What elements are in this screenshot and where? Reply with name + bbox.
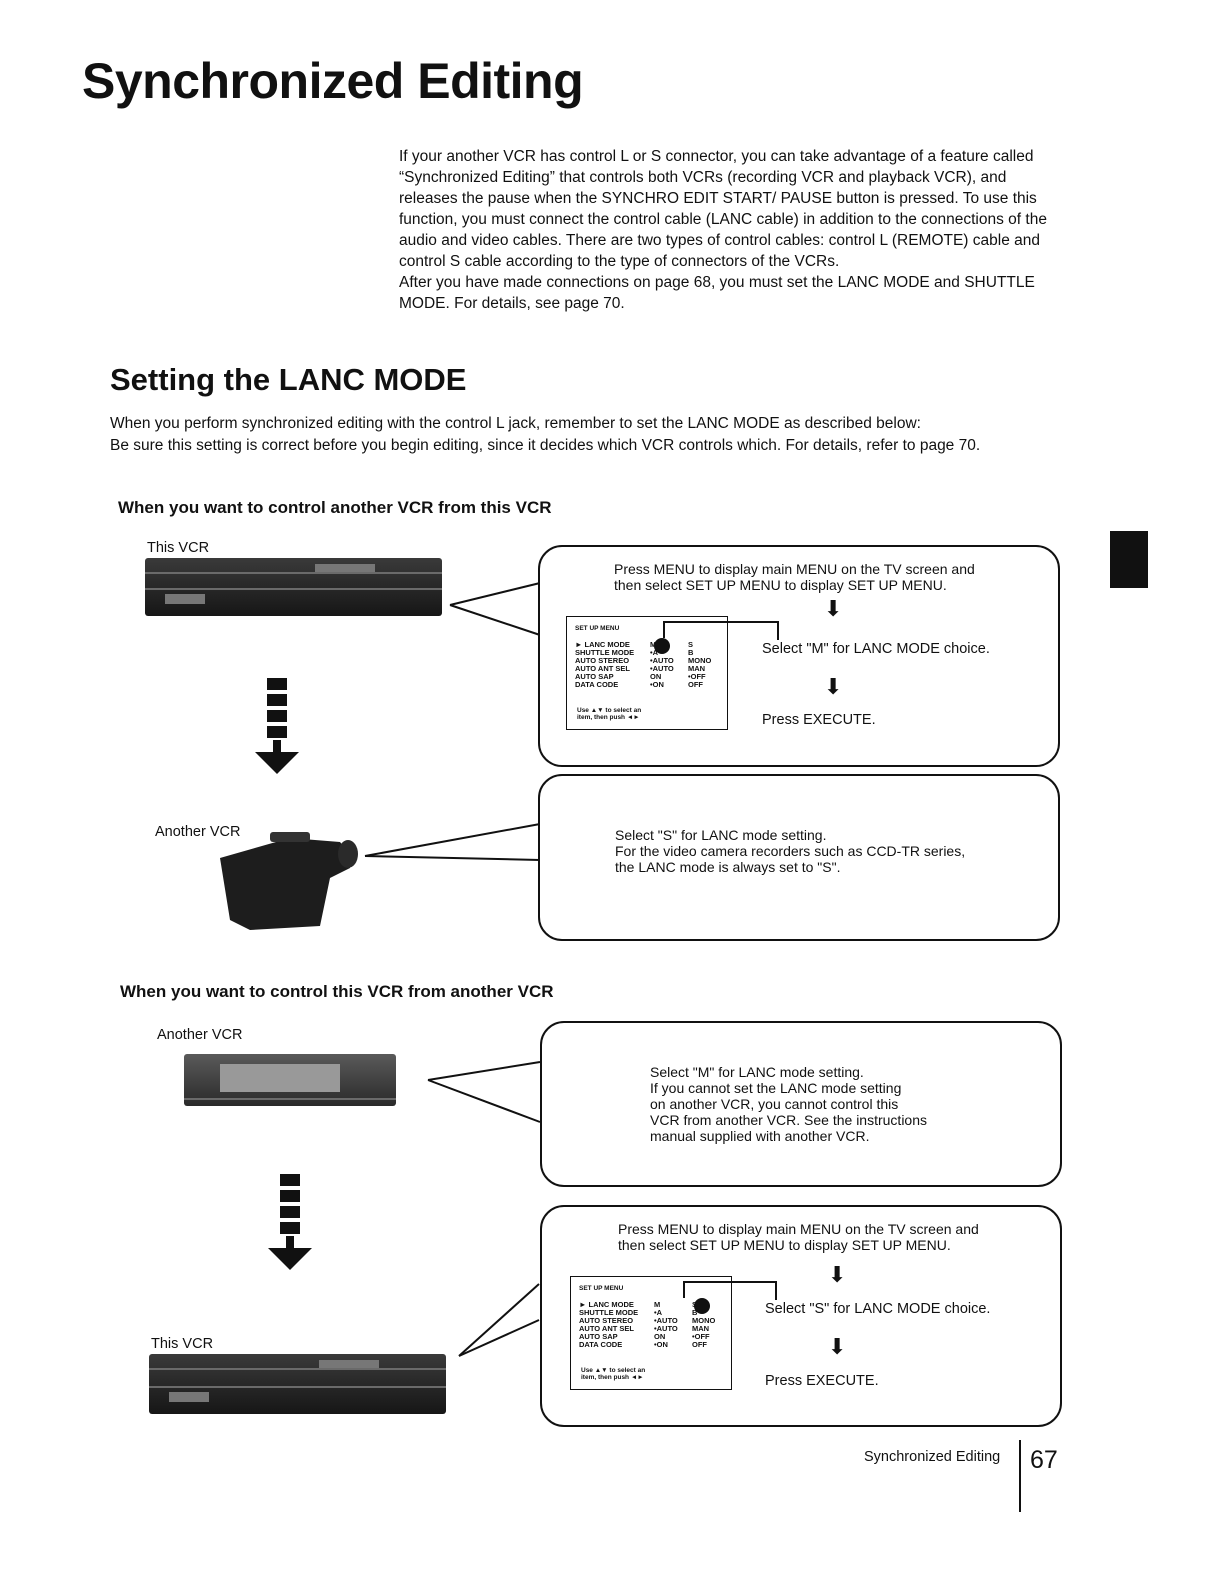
section-lead-1: When you perform synchronized editing wi… [110,415,921,432]
callout-box [540,1021,1062,1187]
callout-line: the LANC mode is always set to "S". [615,859,841,875]
callout-instructions: Select "M" for LANC mode setting. If you… [650,1064,927,1144]
callout-line: For the video camera recorders such as C… [615,843,966,859]
callout-line: Press MENU to display main MENU on the T… [618,1221,979,1237]
step-text: Press EXECUTE. [762,712,876,728]
menu-title: SET UP MENU [575,625,620,632]
case2-heading: When you want to control this VCR from a… [120,982,554,1001]
intro-paragraph-2: After you have made connections on page … [399,274,1035,312]
case1-this-vcr-label: This VCR [147,540,210,556]
menu-title: SET UP MENU [579,1285,624,1292]
callout-pointer [458,1283,540,1357]
step-text: Press EXECUTE. [765,1373,879,1389]
footer-divider [1019,1440,1021,1512]
camcorder-illustration [220,832,358,930]
down-arrow-icon [255,678,299,774]
callout-instructions: Select "S" for LANC mode setting. For th… [615,827,965,875]
menu-hint: Use ▲▼ to select an item, then push ◄► [581,1367,646,1381]
footer-section-name: Synchronized Editing [864,1449,1001,1465]
callout-line: then select SET UP MENU to display SET U… [614,577,947,593]
case2-this-vcr-label: This VCR [151,1336,214,1352]
section-lead-2: Be sure this setting is correct before y… [110,437,981,454]
down-arrow-icon: ⬇ [828,1262,847,1287]
down-arrow-icon [268,1174,312,1270]
step-text: Select "M" for LANC MODE choice. [762,641,990,657]
callout-line: Press MENU to display main MENU on the T… [614,561,975,577]
callout-line: Select "S" for LANC mode setting. [615,827,827,843]
case1-heading: When you want to control another VCR fro… [118,498,552,517]
callout-pointer [364,823,541,861]
callout-line: then select SET UP MENU to display SET U… [618,1237,951,1253]
callout-line: VCR from another VCR. See the instructio… [650,1112,928,1128]
down-arrow-icon: ⬇ [824,596,843,621]
callout-pointer [427,1061,541,1123]
callout-instructions: Press MENU to display main MENU on the T… [614,561,975,593]
vcr-deck-illustration [145,558,442,616]
section-lead: When you perform synchronized editing wi… [110,413,1070,457]
down-arrow-icon: ⬇ [824,674,843,699]
callout-line: on another VCR, you cannot control this [650,1096,899,1112]
callout-pointer [449,582,541,636]
intro-text: If your another VCR has control L or S c… [399,146,1059,314]
case1-another-vcr-label: Another VCR [155,824,241,840]
step-text: Select "S" for LANC MODE choice. [765,1301,991,1317]
callout-line: If you cannot set the LANC mode setting [650,1080,902,1096]
vcr-deck-illustration [149,1354,446,1414]
section-heading: Setting the LANC MODE [110,362,467,397]
callout-box [538,774,1060,941]
callout-line: Select "M" for LANC mode setting. [650,1064,864,1080]
case2-another-vcr-label: Another VCR [157,1027,243,1043]
menu-hint: Use ▲▼ to select an item, then push ◄► [577,707,642,721]
vcr-deck-illustration [184,1054,396,1106]
page-tab-marker [1110,531,1148,588]
page-title: Synchronized Editing [82,53,584,109]
intro-paragraph-1: If your another VCR has control L or S c… [399,148,1047,270]
callout-instructions: Press MENU to display main MENU on the T… [618,1221,979,1253]
menu-pointer-line [683,1281,777,1314]
callout-line: manual supplied with another VCR. [650,1128,870,1144]
down-arrow-icon: ⬇ [828,1334,847,1359]
page-number: 67 [1030,1446,1058,1474]
menu-pointer-line [654,621,779,654]
